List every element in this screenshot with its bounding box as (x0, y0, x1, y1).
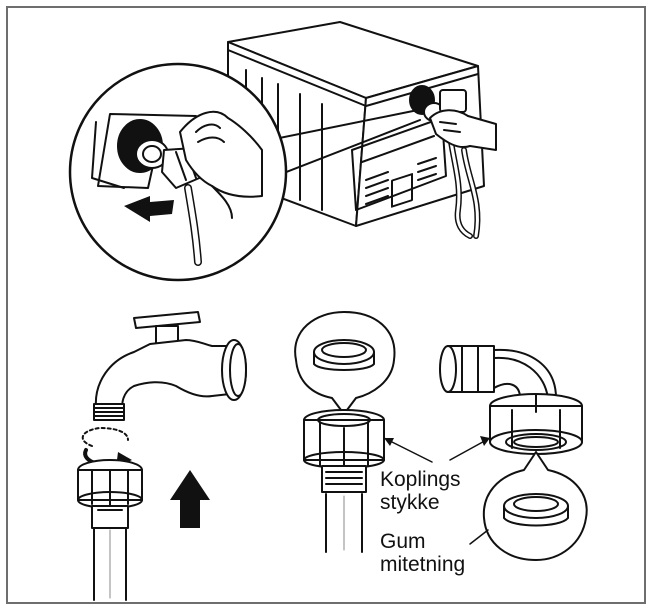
coupling-label: Koplings stykke (380, 468, 461, 514)
label-leader-lines (383, 436, 491, 545)
arrow-up-icon (170, 470, 210, 528)
coupling-icon (77, 459, 143, 529)
coupling-label-line2: stykke (380, 491, 440, 514)
middle-coupling-icon (303, 409, 385, 553)
drain-hose-icon (445, 117, 481, 239)
water-tap-icon (93, 311, 247, 421)
coupling-label-line1: Koplings (380, 468, 461, 491)
elbow-coupling-icon (439, 345, 583, 455)
rubber-gasket-bubble-icon (294, 311, 396, 415)
gasket-label-line1: Gum (380, 530, 426, 553)
gasket-label: Gum mitetning (380, 530, 465, 576)
gasket-label-line2: mitetning (380, 553, 466, 576)
magnifier-circle-icon (68, 62, 421, 282)
rubber-gasket-bubble-right-icon (482, 451, 588, 561)
hand-icon (429, 109, 497, 151)
hose-icon (93, 527, 127, 601)
